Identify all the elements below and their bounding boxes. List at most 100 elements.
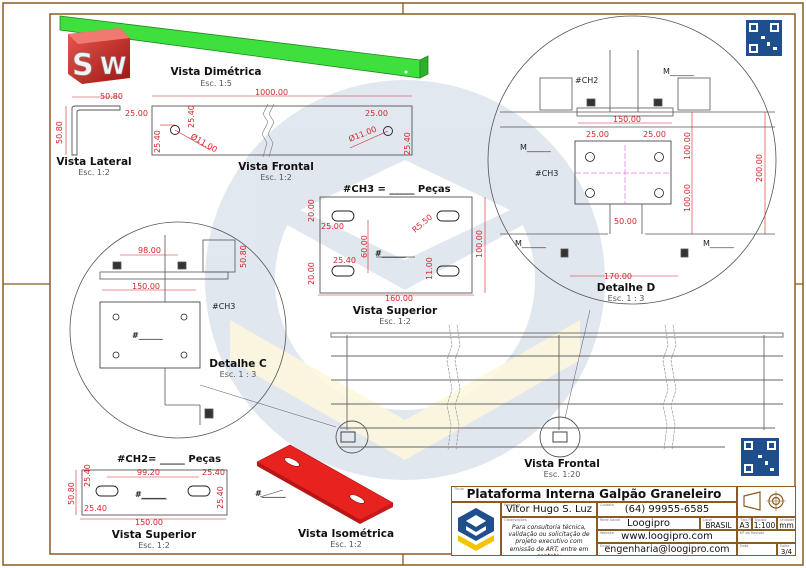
isometric-plate [256, 444, 394, 524]
ch2-header: #CH2= _____ Peças [117, 454, 221, 465]
frontal-dim-hole-v-right: 25.40 [403, 132, 412, 155]
designer-caption: Projetista [504, 503, 521, 507]
qr-code-bottom [741, 438, 779, 476]
website-caption: Website [600, 531, 614, 535]
frontal-dim-hole-v-a: 25.40 [187, 105, 196, 128]
page-number: 3/4 [780, 548, 793, 556]
frontal-rail-scale: Esc. 1:20 [543, 470, 581, 479]
website-cell: Website www.loogipro.com [597, 530, 737, 543]
lateral-view-title: Vista Lateral [56, 156, 132, 168]
detail-d-m-tag-3: M______ [515, 239, 547, 248]
frontal-dim-length: 1000.00 [255, 88, 288, 97]
ch2-mark: #______ [135, 490, 166, 499]
detail-d-dim-width-top: 150.00 [613, 115, 641, 124]
social-caption: Rede Social [600, 518, 621, 522]
detail-c-dim-width: 150.00 [132, 282, 160, 291]
unit-value: mm [779, 521, 794, 530]
ch3-dim-slot-len: 25.40 [333, 256, 356, 265]
sheet-size-caption: Tipo Folha [740, 518, 751, 522]
detail-c-ch3-tag: #CH3 [212, 302, 235, 311]
ch2-dim-left-edge: 25.40 [84, 504, 107, 513]
solidworks-s: S [72, 48, 94, 83]
date-caption: Data [740, 544, 749, 548]
ch2-dim-slot-top: 25.40 [83, 464, 92, 487]
revision-cell: Nº da Revisão [737, 530, 796, 543]
scale-cell: Escala 1:100 [752, 517, 777, 530]
detail-d-dim-edge-r: 25.00 [643, 130, 666, 139]
first-angle-projection-icon [743, 491, 786, 511]
ch3-plate-drawing [318, 196, 486, 296]
lateral-view-scale: Esc. 1:2 [78, 168, 110, 177]
frontal-view-title: Vista Frontal [238, 161, 314, 173]
ch2-dim-spacing: 99.20 [137, 468, 160, 477]
ch2-view-scale: Esc. 1:2 [138, 541, 170, 550]
detail-d-dim-gap: 50.00 [614, 217, 637, 226]
scale-value: 1:100 [753, 521, 776, 530]
detail-c-scale: Esc. 1 : 3 [219, 370, 257, 379]
detail-d-dim-edge-l: 25.00 [586, 130, 609, 139]
observations-cell: Observações Para consultoria técnica, va… [501, 517, 597, 556]
frontal-angle-drawing [151, 95, 413, 158]
title-caption: Título [454, 487, 464, 491]
isometric-view-scale: Esc. 1:2 [330, 540, 362, 549]
detail-c-title: Detalhe C [209, 358, 267, 370]
isometric-mark: #______ [255, 489, 286, 498]
frontal-rail-title: Vista Frontal [524, 458, 600, 470]
scale-caption: Escala [755, 518, 767, 522]
detail-d-dim-h-b: 100.00 [683, 184, 692, 212]
ch3-view-title: Vista Superior [352, 305, 438, 317]
solidworks-w: W [100, 52, 126, 80]
page-caption: Folha [780, 544, 790, 548]
frontal-view-scale: Esc. 1:2 [260, 173, 292, 182]
detail-d-dim-h-total: 200.00 [755, 154, 764, 182]
detail-d-dim-bottom: 170.00 [604, 272, 632, 281]
ch3-dim-height: 100.00 [475, 230, 484, 258]
revision-caption: Nº da Revisão [740, 531, 765, 535]
frontal-rail-drawing [199, 309, 784, 458]
ch2-dim-height: 50.80 [67, 482, 76, 505]
logo-cell [451, 502, 501, 556]
detail-d-ch3-tag: #CH3 [535, 169, 558, 178]
detail-d-ch2-tag: #CH2 [575, 76, 598, 85]
detail-d-m-tag-4: M______ [703, 239, 735, 248]
projection-symbol-cell [737, 486, 796, 517]
loogipro-logo [458, 508, 494, 551]
title-block: Título Plataforma Interna Galpão Granele… [451, 486, 796, 556]
detail-d-m-tag-1: M______ [663, 67, 695, 76]
frontal-dim-hole-v-b: 25.40 [153, 130, 162, 153]
ch3-dim-width: 160.00 [385, 294, 413, 303]
ch3-dim-edge-x: 25.00 [321, 222, 344, 231]
detail-d-scale: Esc. 1 : 3 [607, 294, 645, 303]
social-handle: Loogipro [626, 518, 671, 529]
date-cell: Data [737, 543, 777, 556]
ch3-dim-top-offset: 20.00 [307, 199, 316, 222]
frontal-dim-edge-left: 25.00 [125, 109, 148, 118]
ch2-dim-width: 150.00 [135, 518, 163, 527]
email-link[interactable]: engenharia@loogipro.com [604, 544, 730, 555]
local-caption: Local [703, 518, 713, 522]
ch3-mark: #______ [375, 249, 406, 258]
qr-code-top [746, 20, 782, 56]
lateral-dim-height: 50.80 [55, 121, 64, 144]
designer-name: Vitor Hugo S. Luz [506, 504, 592, 515]
designer-cell: Projetista Vitor Hugo S. Luz [501, 502, 597, 517]
unit-cell: Unidade mm [777, 517, 796, 530]
detail-d-drawing [487, 15, 777, 305]
lateral-dim-width: 50.80 [100, 92, 123, 101]
sheet-size-value: A3 [739, 521, 750, 530]
isometric-view-title: Vista Isométrica [297, 528, 395, 540]
observations-caption: Observações [504, 518, 527, 522]
website-link[interactable]: www.loogipro.com [621, 531, 713, 542]
ch3-header: #CH3 = _____ Peças [343, 184, 451, 195]
contact-cell: Contato (64) 99955-6585 [597, 502, 737, 517]
frontal-dim-edge-right: 25.00 [365, 109, 388, 118]
detail-c-mark: #______ [132, 331, 163, 340]
detail-d-m-tag-2: M______ [520, 143, 552, 152]
dimetric-view-scale: Esc. 1:5 [200, 79, 232, 88]
watermark-logo [205, 80, 605, 480]
lateral-view-drawing [65, 96, 121, 156]
ch2-dim-right-v: 25.40 [216, 486, 225, 509]
sheet-size-cell: Tipo Folha A3 [737, 517, 752, 530]
